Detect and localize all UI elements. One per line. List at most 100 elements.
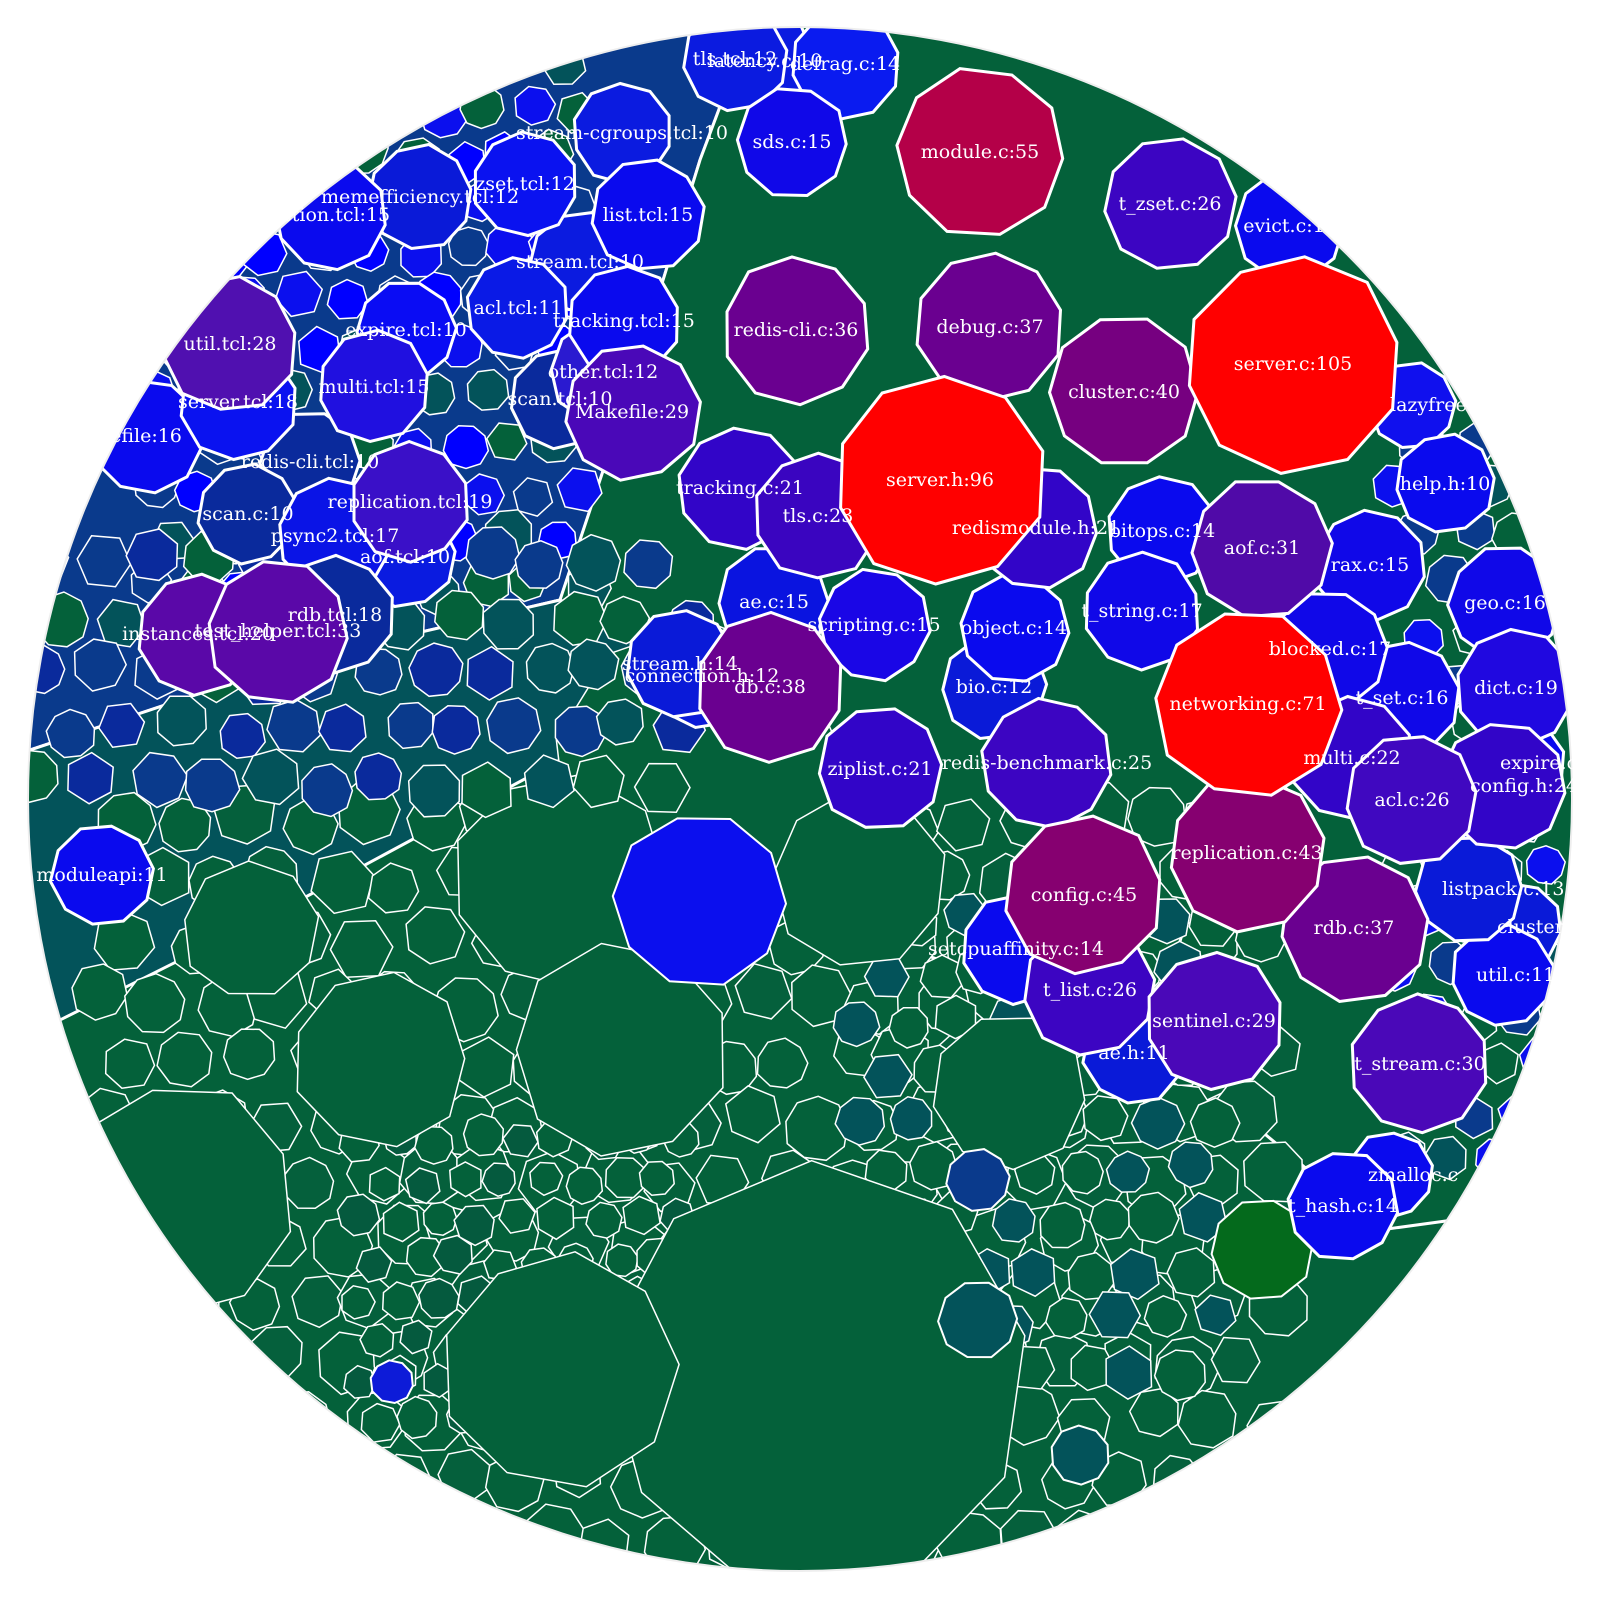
voronoi-cell	[1475, 1138, 1516, 1179]
label-stream-cgroups-tcl: stream-cgroups.tcl:10	[516, 122, 728, 144]
voronoi-cell	[481, 1162, 516, 1198]
file-cell-ziplist-c	[817, 707, 944, 829]
voronoi-cell	[158, 797, 212, 853]
label-instances-tcl: instances.tcl:20	[122, 623, 274, 645]
voronoi-cell	[935, 798, 991, 852]
label-t-stream-c: t_stream.c:30	[1354, 1053, 1485, 1075]
voronoi-cell	[184, 860, 320, 995]
voronoi-cell	[605, 1243, 639, 1278]
file-cell-aof-c	[1190, 480, 1334, 619]
voronoi-cell	[604, 1157, 647, 1199]
label-redis-cli-c: redis-cli.c:36	[734, 319, 859, 341]
voronoi-cell	[1167, 1141, 1214, 1189]
voronoi-cell	[394, 1501, 459, 1567]
voronoi-cell	[381, 1281, 421, 1321]
voronoi-cell	[336, 1193, 381, 1237]
label-networking-c: networking.c:71	[1169, 693, 1326, 715]
voronoi-cell	[359, 1322, 395, 1358]
voronoi-cell	[572, 754, 625, 809]
voronoi-cell	[934, 994, 977, 1040]
voronoi-cell	[103, 1506, 153, 1557]
voronoi-cell	[945, 1148, 1011, 1212]
voronoi-cell	[1210, 1336, 1261, 1384]
file-cell-server-h	[839, 374, 1045, 586]
label-scripting-c: scripting.c:15	[807, 614, 940, 636]
label-redis-benchmark-c: redis-benchmark.c:25	[942, 752, 1152, 774]
voronoi-cell	[153, 133, 204, 184]
label-test-helper-tcl: test_helper.tcl:33	[195, 620, 362, 642]
file-cell-tls-tcl	[682, 27, 789, 113]
label-multi-c: multi.c:22	[1303, 747, 1400, 769]
file-cell-sentinel-c	[1147, 950, 1282, 1092]
label-multi-tcl: multi.tcl:15	[318, 376, 429, 398]
voronoi-cell	[1123, 1501, 1181, 1564]
voronoi-cell	[156, 1031, 213, 1088]
voronoi-cell	[132, 751, 189, 809]
cell-labels: tls.tcl:12 latency.c:10 defrag.c:14 modu…	[36, 48, 1580, 1217]
file-cell-server-c	[1187, 255, 1399, 475]
voronoi-cell	[1153, 1349, 1206, 1402]
voronoi-cell	[122, 1327, 184, 1389]
voronoi-cell	[28, 749, 59, 804]
file-cell-dict-c	[1456, 627, 1572, 749]
voronoi-cell	[832, 1001, 881, 1048]
voronoi-cell	[34, 591, 89, 648]
voronoi-cell	[1177, 1389, 1237, 1449]
voronoi-cell	[772, 789, 946, 966]
voronoi-cell	[623, 539, 674, 590]
voronoi-cell	[525, 642, 576, 694]
label-bio-c: bio.c:12	[956, 676, 1033, 698]
voronoi-cell	[179, 86, 230, 135]
voronoi-cell	[1067, 1251, 1116, 1301]
voronoi-cell	[272, 91, 314, 134]
voronoi-cell	[1525, 845, 1567, 885]
voronoi-cell	[1000, 1509, 1059, 1568]
label-connection-h: connection.h:12	[625, 665, 780, 687]
label-sds-c: sds.c:15	[753, 131, 832, 153]
voronoi-cell	[529, 1161, 564, 1197]
voronoi-cell	[67, 751, 114, 805]
file-cell-t-stream-c	[1350, 992, 1488, 1135]
voronoi-cell	[399, 1319, 433, 1355]
voronoi-cell	[1130, 1096, 1186, 1150]
voronoi-cell	[434, 589, 485, 641]
voronoi-cell	[863, 1053, 913, 1099]
voronoi-cell	[1206, 1451, 1259, 1503]
voronoi-cell	[1178, 1191, 1229, 1243]
voronoi-cell	[387, 701, 434, 750]
label-t-string-c: t_string.c:17	[1081, 600, 1202, 622]
label-other-tcl: other.tcl:12	[548, 361, 659, 383]
label-setcpuaffinity-c: setcpuaffinity.c:14	[928, 938, 1104, 960]
label-ae-c: ae.c:15	[739, 591, 809, 613]
voronoi-cell	[250, 134, 292, 176]
voronoi-cell	[496, 33, 538, 76]
voronoi-cell	[306, 1445, 372, 1508]
voronoi-cell	[125, 528, 179, 582]
voronoi-cell	[565, 1166, 604, 1206]
voronoi-cell	[724, 1085, 781, 1144]
voronoi-cell	[351, 33, 390, 74]
voronoi-cell	[71, 963, 129, 1021]
voronoi-cell	[153, 1394, 216, 1462]
voronoi-cell	[1166, 1247, 1216, 1298]
voronoi-cell	[296, 971, 466, 1148]
voronoi-cell	[633, 762, 691, 813]
label-lazyfree-c: lazyfree.c	[1390, 394, 1483, 416]
voronoi-cell	[1044, 1297, 1088, 1340]
voronoi-cell	[1423, 1135, 1467, 1181]
label-server-c: server.c:105	[1234, 353, 1352, 375]
voronoi-cell	[422, 1201, 458, 1236]
voronoi-cell	[1070, 1344, 1116, 1392]
voronoi-cell	[104, 1275, 169, 1338]
voronoi-cell	[294, 31, 336, 74]
file-cell-db-c	[698, 610, 843, 764]
voronoi-cell	[282, 1515, 338, 1571]
voronoi-cell	[341, 1284, 376, 1320]
label-ae-h: ae.h:11	[1098, 1042, 1169, 1064]
label-listpack-c: listpack.c:13	[1442, 878, 1564, 900]
label-stream-tcl: stream.tcl:10	[516, 251, 644, 273]
voronoi-cell	[96, 598, 147, 648]
label-rdb-tcl: rdb.tcl:18	[288, 604, 382, 626]
voronoi-cell	[1526, 1141, 1572, 1187]
